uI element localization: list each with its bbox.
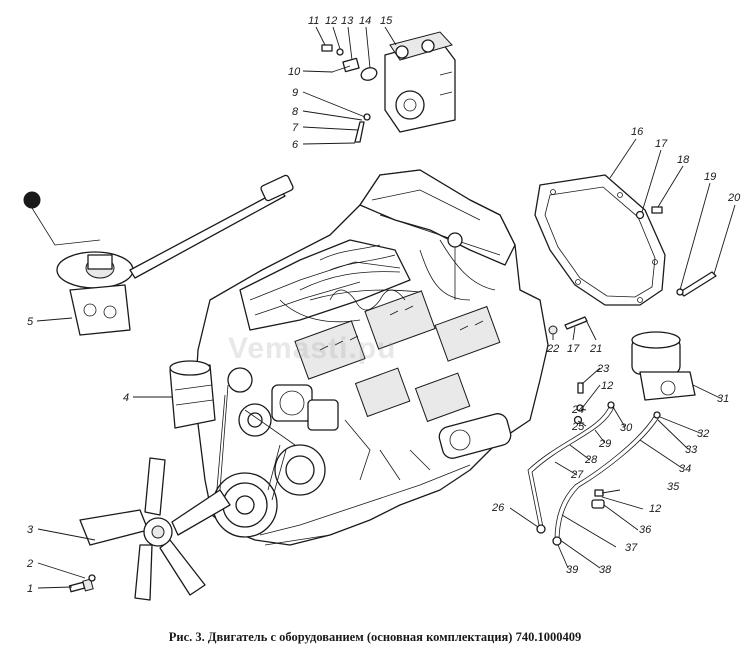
label-4: 4 (123, 392, 129, 404)
watermark-text: Vemasti.pu (228, 332, 397, 365)
label-27: 27 (570, 469, 584, 481)
label-35: 35 (667, 481, 680, 493)
label-16: 16 (631, 126, 644, 138)
label-38: 38 (599, 564, 612, 576)
label-3: 3 (27, 524, 34, 536)
label-2: 2 (26, 558, 33, 570)
label-31: 31 (717, 393, 729, 405)
label-39: 39 (566, 564, 578, 576)
label-20: 20 (727, 192, 741, 204)
label-11: 11 (308, 15, 319, 27)
label-12b: 12 (601, 380, 613, 392)
cooling-fan (79, 457, 231, 601)
label-24: 24 (571, 404, 584, 416)
clutch-booster (631, 331, 696, 401)
compressor-fittings (321, 44, 378, 143)
part-labels: 1 2 3 4 5 6 7 8 9 10 11 12 13 14 15 16 1… (26, 15, 741, 595)
label-18: 18 (677, 154, 690, 166)
label-5: 5 (27, 316, 34, 328)
label-15: 15 (380, 15, 393, 27)
label-34: 34 (679, 463, 691, 475)
label-6: 6 (292, 139, 299, 151)
label-30: 30 (620, 422, 633, 434)
fan-bolt (68, 574, 96, 593)
label-1: 1 (27, 583, 33, 595)
label-17b: 17 (567, 343, 580, 355)
label-22: 22 (546, 343, 559, 355)
label-26: 26 (491, 502, 505, 514)
oil-filter (169, 360, 216, 429)
label-12c: 12 (649, 503, 661, 515)
label-25: 25 (571, 421, 585, 433)
label-13: 13 (341, 15, 354, 27)
hydraulic-pipes (527, 401, 661, 546)
housing-bolts (548, 206, 717, 335)
label-23: 23 (596, 363, 610, 375)
label-8: 8 (292, 106, 299, 118)
label-28: 28 (584, 454, 598, 466)
gear-shift-mechanism (23, 174, 294, 336)
label-29: 29 (598, 438, 611, 450)
label-21: 21 (589, 343, 602, 355)
figure-caption: Рис. 3. Двигатель с оборудованием (основ… (168, 630, 582, 644)
leader-lines (36, 26, 736, 589)
label-32: 32 (697, 428, 709, 440)
engine-block (194, 169, 549, 546)
label-19: 19 (704, 171, 716, 183)
air-compressor (384, 31, 456, 133)
label-12: 12 (325, 15, 337, 27)
flywheel-housing-gasket (534, 174, 666, 306)
label-10: 10 (288, 66, 301, 78)
label-9: 9 (292, 87, 298, 99)
label-7: 7 (292, 122, 299, 134)
label-33: 33 (685, 444, 698, 456)
label-36: 36 (639, 524, 652, 536)
label-17: 17 (655, 138, 668, 150)
label-14: 14 (359, 15, 371, 27)
label-37: 37 (625, 542, 638, 554)
